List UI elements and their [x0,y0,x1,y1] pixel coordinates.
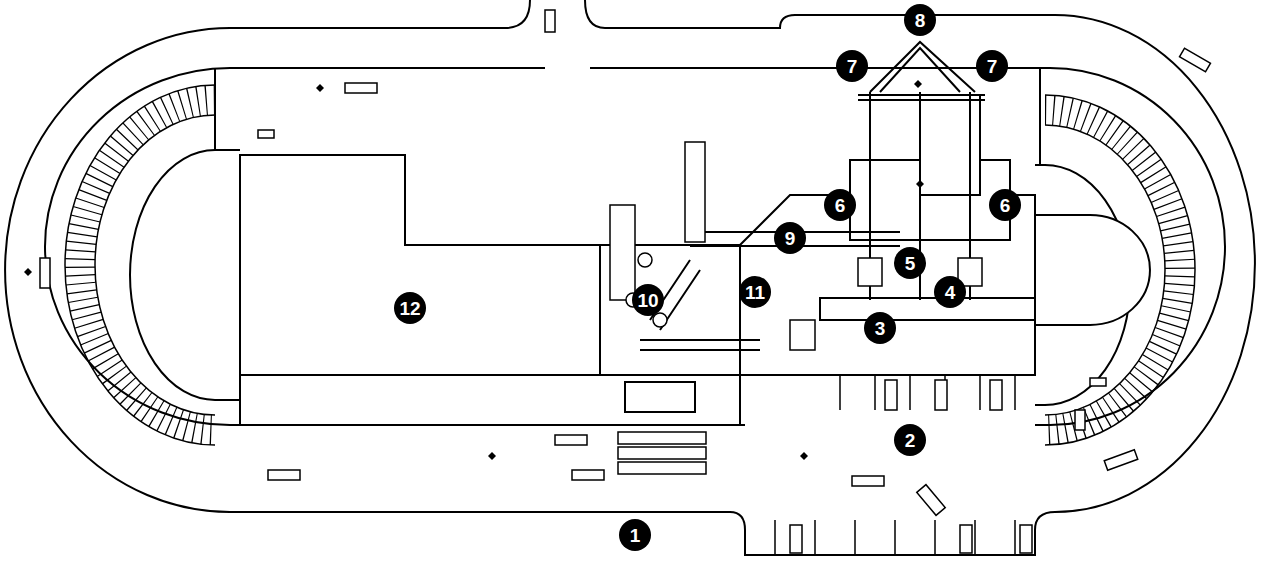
callout-number: 6 [989,189,1021,221]
vehicle [268,470,300,480]
vehicle [790,525,802,553]
vehicle [935,380,947,410]
machine [790,320,815,350]
inner-road-edge [590,68,1225,425]
callout-text: 2 [905,431,916,450]
vehicle [618,432,706,444]
conveyor-branch [870,42,975,92]
conveyor-line [870,92,970,300]
vehicle [1075,410,1085,430]
inner-island [130,150,240,400]
vehicle [960,525,972,553]
callout-number: 1 [619,519,651,551]
vehicle [345,83,377,93]
callout-number: 8 [904,4,936,36]
direction-mark [24,80,924,460]
callout-text: 4 [945,283,956,302]
callout-text: 6 [1000,196,1011,215]
vehicle [618,447,706,459]
vehicle [40,258,50,288]
vehicle [555,435,587,445]
callout-number: 5 [894,247,926,279]
conveyor-line [640,340,760,350]
callout-number: 11 [739,276,771,308]
callout-number: 10 [632,284,664,316]
callout-text: 6 [835,196,846,215]
vehicle [545,10,555,32]
callout-text: 3 [875,319,886,338]
loading-tower [610,205,635,300]
callout-number: 12 [394,292,426,324]
sorting-unit [858,258,882,286]
outer-road-edge [5,0,1255,555]
dock-platform [820,298,1035,320]
callout-number: 7 [976,50,1008,82]
loading-band [240,375,740,425]
vehicle [852,476,884,486]
office-block [625,382,695,412]
callout-number: 2 [894,424,926,456]
callout-text: 8 [915,11,926,30]
bay-divider [840,375,1015,410]
bay-divider [775,520,1015,555]
vehicle [917,485,945,516]
side-building [1035,215,1150,325]
conveyor-line [858,95,985,100]
callout-number: 7 [836,50,868,82]
vehicle [618,462,706,474]
vehicle [990,380,1002,410]
loading-tower [685,142,705,242]
callout-number: 9 [774,222,806,254]
turntable [653,313,667,327]
vehicle [1180,48,1211,72]
callout-text: 5 [905,254,916,273]
vehicle [1090,378,1106,386]
callout-text: 9 [785,229,796,248]
vehicle [258,130,274,138]
callout-text: 7 [847,57,858,76]
turntable [638,253,652,267]
inner-road-edge [45,68,745,425]
callout-text: 10 [637,291,658,310]
vehicle [885,380,897,410]
callout-number: 3 [864,312,896,344]
parking-ring-edge [95,115,215,415]
vehicle [572,470,604,480]
callout-text: 12 [399,299,420,318]
vehicle [1104,450,1137,470]
callout-number: 6 [824,189,856,221]
callout-text: 11 [745,283,765,302]
callout-text: 7 [987,57,998,76]
vehicle [1020,525,1032,553]
parking-ring-edge [65,85,215,445]
warehouse-building [240,155,600,375]
callout-number: 4 [934,276,966,308]
callout-text: 1 [630,526,641,545]
